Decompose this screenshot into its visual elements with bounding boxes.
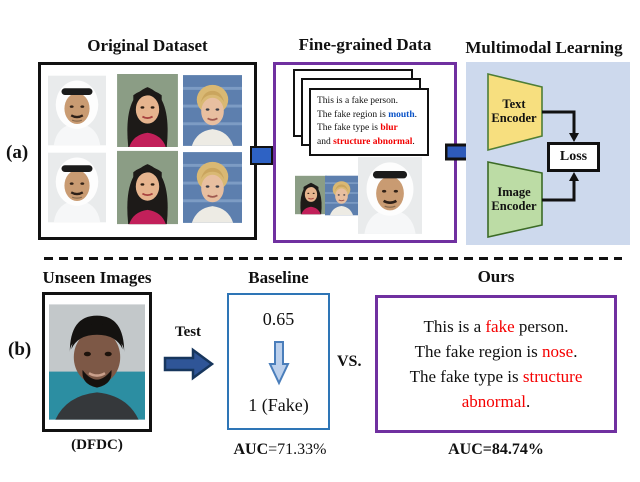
text-card-front: This is a fake person. The fake region i… [309,88,429,156]
card-line-2: The fake region is mouth. [317,109,418,120]
baseline-result: 1 (Fake) [248,395,309,415]
text-encoder-label: Text Encoder [491,97,537,125]
baseline-box: 0.65 1 (Fake) [227,293,330,430]
test-arrow-icon [163,347,215,381]
photo-asian-real [117,74,178,147]
panel-a-label: (a) [6,142,29,163]
text-to-loss-wire [542,110,576,134]
fake-region-word: mouth [388,109,415,120]
photo-strip-asian [295,160,327,230]
image-encoder-label: Image Encoder [491,185,537,213]
implies-down-arrow-icon [267,340,290,385]
ours-region-word: nose [542,342,574,361]
ours-text: This is a fake person. The fake region i… [409,317,583,411]
card-line-4: and structure abnormal. [317,136,415,147]
ours-box: This is a fake person. The fake region i… [375,295,617,433]
text-encoder-shape [487,72,543,152]
card-line-1: This is a fake person. [317,96,398,106]
fake-type-word: blur [380,123,398,133]
ours-fake-word: fake [485,317,515,336]
panel-b-label: (b) [8,339,32,360]
vs-label: VS. [337,353,362,370]
unseen-images-title: Unseen Images [42,268,152,287]
photo-keffiyeh-fake [48,150,106,225]
photo-strip-blonde [325,158,358,233]
multimodal-panel: Text Encoder Image Encoder Loss [466,62,630,245]
photo-dfdc [49,299,145,425]
fine-grained-title: Fine-grained Data [298,35,432,54]
dataset-to-finegrained-connector [250,146,273,165]
test-label: Test [174,324,202,340]
photo-strip-keffiyeh [358,156,422,235]
loss-box: Loss [547,142,600,172]
dfdc-caption: (DFDC) [71,437,123,453]
photo-asian-fake [117,150,178,225]
image-encoder-shape [487,161,543,238]
dashed-divider [44,257,622,260]
baseline-title: Baseline [248,268,309,287]
encoder-diagram [487,72,579,238]
loss-label: Loss [559,149,588,164]
ours-title: Ours [477,267,515,286]
original-dataset-box [38,62,257,240]
card-line-3: The fake type is blur [317,123,398,133]
baseline-auc: AUC=71.33% [233,441,327,458]
original-dataset-title: Original Dataset [87,36,208,55]
fake-type-word-2: structure abnormal [333,136,413,147]
ours-type-word: structure abnormal [461,367,583,411]
baseline-score: 0.65 [262,309,295,329]
down-arrowhead-icon [569,133,579,142]
up-arrowhead-icon [569,172,579,181]
photo-blonde-fake [183,150,242,225]
fine-grained-box: This is a fake person. The fake region i… [273,62,457,243]
multimodal-title: Multimodal Learning [465,38,623,57]
photo-blonde-real [183,74,242,147]
image-to-loss-wire [542,181,576,202]
photo-keffiyeh-real [48,74,106,147]
unseen-image-box [42,292,152,432]
ours-auc: AUC=84.74% [448,441,544,458]
